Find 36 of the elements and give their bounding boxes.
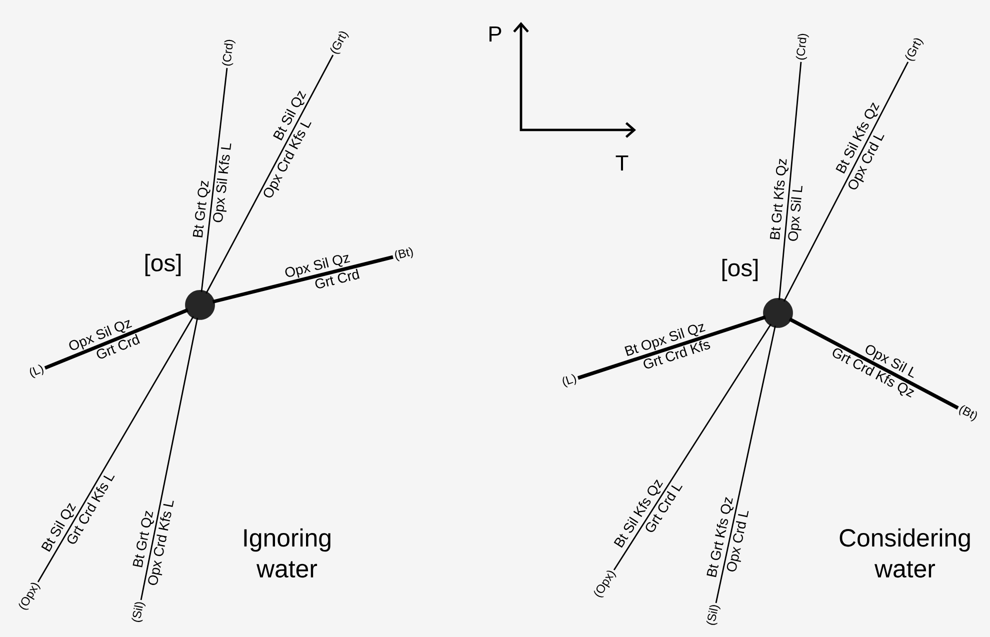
line-end-label: (L) (562, 374, 576, 388)
reaction-line (783, 62, 909, 302)
assemblage-label: Bt Grt Kfs Qz (770, 158, 789, 240)
reaction-line (37, 316, 194, 582)
reaction-line (140, 318, 198, 600)
reaction-line (44, 308, 188, 370)
line-end-label: (Bt) (959, 405, 977, 422)
line-end-label: (Bt) (395, 247, 413, 262)
line-end-label: (Crd) (222, 40, 236, 66)
assemblage-label: Opx Sil L (788, 186, 802, 241)
panel-caption: Ignoring water (244, 528, 330, 578)
reaction-line (778, 62, 802, 300)
panel-caption: Considering water (840, 528, 970, 578)
invariant-point (185, 290, 215, 320)
line-end-label: (L) (30, 364, 44, 378)
point-label: [os] (722, 258, 758, 282)
assemblage-label: Bt Grt Qz (132, 510, 154, 568)
line-end-label: (Grt) (905, 38, 924, 61)
line-end-label: (Grt) (330, 31, 349, 54)
reaction-line (715, 326, 776, 604)
reaction-line (577, 315, 766, 380)
assemblage-label: Bt Grt Qz (192, 180, 210, 238)
reaction-line (200, 68, 228, 292)
assemblage-label: Opx Sil Kfs L (213, 144, 232, 222)
axis-label: T (616, 155, 628, 171)
axis-label: P (490, 26, 502, 42)
invariant-point (763, 298, 793, 328)
reaction-line (613, 324, 772, 570)
point-label: [os] (145, 254, 181, 276)
reaction-line (212, 255, 394, 304)
assemblage-label: Grt Crd (315, 268, 360, 288)
line-end-label: (Sil) (706, 605, 720, 625)
line-end-label: (Crd) (796, 34, 809, 60)
reaction-line (788, 318, 959, 410)
reaction-line (206, 54, 334, 294)
line-end-label: (Sil) (132, 602, 146, 622)
